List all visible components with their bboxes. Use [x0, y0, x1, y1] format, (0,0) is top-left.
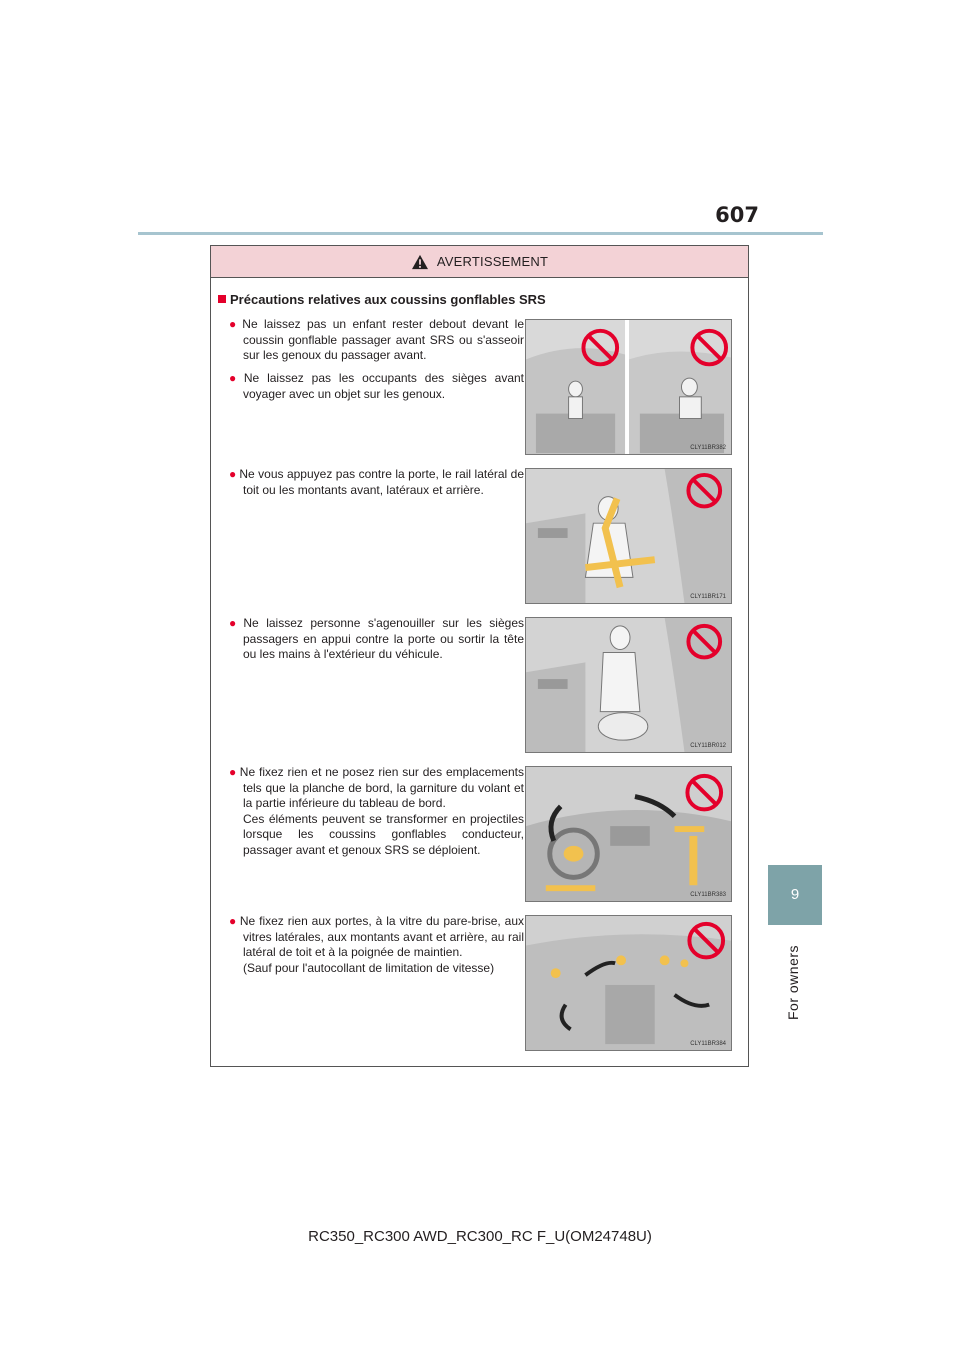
warning-item: ●Ne fixez rien aux portes, à la vitre du…	[229, 914, 525, 975]
footer-model-code: RC350_RC300 AWD_RC300_RC F_U(OM24748U)	[308, 1228, 652, 1245]
warning-header: AVERTISSEMENT	[211, 246, 748, 278]
warning-item: ●Ne laissez pas les occupants des sièges…	[229, 371, 524, 401]
bullet-icon: ●	[229, 914, 237, 928]
illustration-leaning-door: CLY11BR171	[525, 468, 732, 604]
prohibition-icon	[686, 623, 723, 660]
warning-item-note: Ces éléments peuvent se transformer en p…	[243, 811, 524, 857]
illustration-dashboard: CLY11BR383	[525, 766, 732, 902]
bullet-icon: ●	[229, 317, 240, 331]
illustration-kneeling-seat: CLY11BR012	[525, 617, 732, 753]
header-rule	[138, 232, 823, 235]
prohibition-icon	[690, 328, 729, 367]
section-title: Précautions relatives aux coussins gonfl…	[218, 292, 546, 307]
section-square-icon	[218, 295, 226, 303]
chapter-tab: 9	[768, 865, 822, 925]
warning-item: ●Ne laissez personne s'agenouiller sur l…	[229, 616, 524, 661]
warning-box: AVERTISSEMENT Précautions relatives aux …	[210, 245, 749, 1067]
prohibition-icon	[685, 773, 724, 812]
warning-item: ●Ne laissez pas un enfant rester debout …	[229, 317, 524, 362]
warning-triangle-icon	[411, 254, 428, 269]
illustration-code: CLY11BR012	[690, 743, 726, 749]
illustration-code: CLY11BR383	[690, 892, 726, 898]
illustration-cabin: CLY11BR384	[525, 915, 732, 1051]
prohibition-icon	[581, 328, 620, 367]
illustration-code: CLY11BR382	[690, 445, 726, 451]
bullet-icon: ●	[229, 765, 237, 779]
chapter-number: 9	[790, 886, 800, 903]
warning-item: ●Ne vous appuyez pas contre la porte, le…	[229, 467, 525, 497]
warning-title: AVERTISSEMENT	[436, 254, 549, 269]
prohibition-icon	[686, 472, 723, 509]
prohibition-icon	[687, 921, 726, 960]
warning-item: ●Ne fixez rien et ne posez rien sur des …	[229, 765, 525, 857]
illustration-code: CLY11BR171	[690, 594, 726, 600]
page-number: 607	[715, 203, 759, 227]
warning-item-note: (Sauf pour l'autocollant de limitation d…	[243, 960, 495, 975]
bullet-icon: ●	[229, 616, 241, 630]
bullet-icon: ●	[229, 467, 237, 481]
illustration-code: CLY11BR384	[690, 1041, 726, 1047]
bullet-icon: ●	[229, 371, 241, 385]
chapter-label: For owners	[785, 944, 801, 1020]
illustration-child-standing: CLY11BR382	[525, 319, 732, 455]
